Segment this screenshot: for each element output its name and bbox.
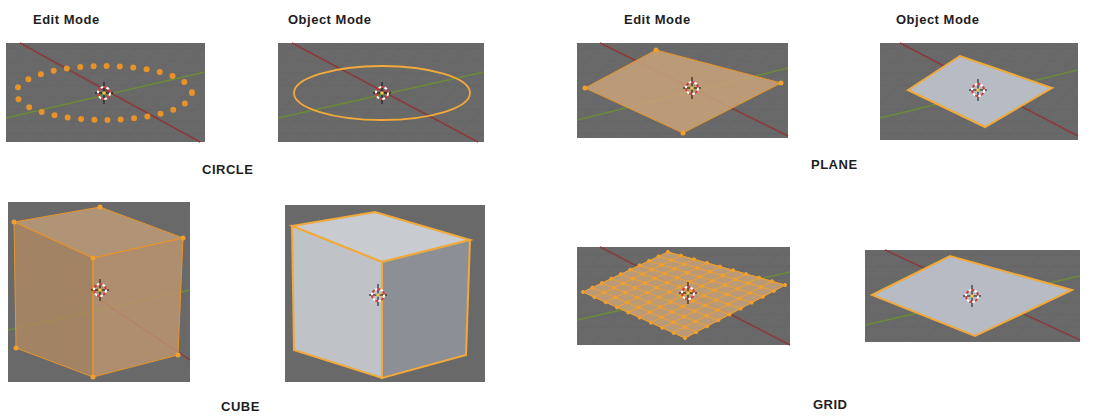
grid-edit-viewport (577, 247, 790, 345)
grid-edge (583, 252, 668, 292)
mode-heading: Edit Mode (33, 12, 100, 27)
grid-vertex (673, 267, 676, 270)
grid-vertex (641, 272, 644, 275)
grid-edge (668, 252, 785, 285)
grid-vertex (747, 282, 750, 285)
grid-vertex (634, 286, 637, 289)
grid-vertex (718, 265, 721, 268)
grid-vertex (685, 271, 688, 274)
grid-vertex (660, 263, 663, 266)
grid-vertex (713, 289, 716, 292)
grid-vertex (731, 269, 734, 272)
grid-edge (649, 261, 763, 297)
grid-edge (640, 265, 752, 302)
grid-edge (606, 259, 694, 302)
grid-vertex (663, 272, 666, 275)
circle-object-viewport (278, 43, 484, 142)
grid-vertex (675, 276, 678, 279)
grid-vertex (708, 270, 711, 273)
grid-vertex (624, 291, 627, 294)
grid-edge (674, 281, 772, 333)
grid-vertex (657, 255, 660, 258)
grid-edge (602, 283, 707, 326)
grid-vertex (783, 283, 786, 286)
plane-object-viewport (880, 43, 1078, 140)
grid-vertex (698, 275, 701, 278)
grid-vertex (602, 291, 605, 294)
grid-vertex (666, 250, 669, 253)
primitive-name: CIRCLE (202, 162, 253, 177)
grid-vertex (622, 282, 625, 285)
grid-vertex (670, 259, 673, 262)
grid-edge (594, 256, 681, 297)
grid-vertex (678, 285, 681, 288)
cube-edit-viewport (8, 202, 190, 382)
plane-edit-viewport (577, 43, 788, 138)
grid-vertex (600, 282, 603, 285)
grid-vertex (610, 277, 613, 280)
primitive-name: CUBE (221, 399, 260, 414)
grid-edge (651, 274, 746, 323)
grid-vertex (683, 262, 686, 265)
grid-vertex (700, 284, 703, 287)
primitive-name: GRID (813, 397, 848, 412)
mode-heading: Object Mode (288, 12, 372, 27)
grid-object-viewport (865, 250, 1080, 342)
grid-vertex (655, 286, 658, 289)
mode-heading: Edit Mode (624, 12, 691, 27)
grid-edge (611, 279, 718, 321)
grid-vertex (757, 276, 760, 279)
grid-vertex (653, 277, 656, 280)
grid-vertex (612, 286, 615, 289)
cube-object-viewport (285, 205, 485, 382)
grid-vertex (638, 264, 641, 267)
grid-vertex (711, 279, 714, 282)
grid-vertex (744, 272, 747, 275)
grid-vertex (645, 291, 648, 294)
grid-edge (630, 270, 740, 309)
grid-vertex (721, 274, 724, 277)
grid-edge (662, 278, 759, 328)
grid-vertex (759, 285, 762, 288)
grid-vertex (643, 282, 646, 285)
circle-edit-viewport (6, 43, 205, 142)
grid-vertex (723, 283, 726, 286)
grid-vertex (705, 261, 708, 264)
grid-edge (628, 267, 720, 313)
grid-vertex (667, 290, 670, 293)
grid-edge (659, 256, 774, 290)
grid-vertex (629, 268, 632, 271)
primitive-name: PLANE (811, 157, 858, 172)
mode-heading: Object Mode (896, 12, 980, 27)
grid-vertex (692, 258, 695, 261)
grid-vertex (679, 254, 682, 257)
grid-vertex (581, 290, 584, 293)
grid-vertex (665, 281, 668, 284)
grid-edge (685, 285, 785, 338)
grid-vertex (695, 266, 698, 269)
grid-vertex (736, 287, 739, 290)
grid-vertex (770, 280, 773, 283)
grid-vertex (734, 278, 737, 281)
grid-vertex (591, 286, 594, 289)
grid-vertex (648, 259, 651, 262)
grid-vertex (631, 277, 634, 280)
grid-edge (640, 270, 733, 317)
grid-vertex (651, 268, 654, 271)
grid-vertex (619, 273, 622, 276)
